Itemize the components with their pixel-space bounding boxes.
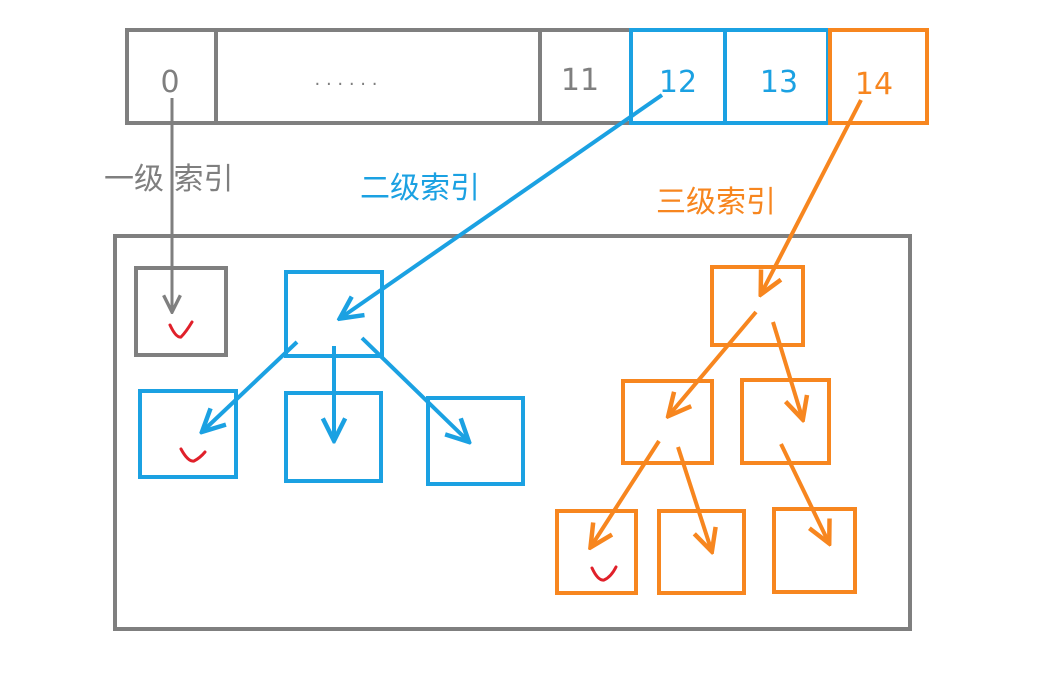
data-block xyxy=(555,509,638,595)
level3-tree xyxy=(555,99,863,595)
checkmark-icon xyxy=(179,447,207,463)
index-array: 0 · · · · · · 11 12 13 14 xyxy=(125,28,929,125)
level2-index-label: 二级索引 xyxy=(360,171,480,206)
data-block xyxy=(426,396,525,486)
level2-tree xyxy=(138,93,664,486)
indirect-block xyxy=(710,265,805,347)
data-block xyxy=(134,266,228,357)
pointer-arrow xyxy=(592,439,661,545)
level3-index-label: 三级索引 xyxy=(656,185,776,220)
level1-index-label: 一级 索引 xyxy=(104,162,234,197)
array-cell-label: 13 xyxy=(760,65,798,100)
array-cell-label: 12 xyxy=(659,65,697,100)
data-block xyxy=(284,391,383,483)
array-cell-label: 0 xyxy=(160,65,179,100)
indirect-block xyxy=(740,378,831,465)
pointer-arrow xyxy=(670,310,758,414)
data-block xyxy=(772,507,857,594)
pointer-arrow xyxy=(779,443,828,541)
indirect-block xyxy=(621,379,714,465)
data-block xyxy=(657,509,746,595)
pointer-arrow xyxy=(360,336,467,440)
array-cell-label: 11 xyxy=(561,63,599,98)
pointer-arrow xyxy=(762,99,863,292)
pointer-arrow xyxy=(342,93,664,317)
checkmark-icon xyxy=(168,320,194,339)
array-outline xyxy=(125,28,929,125)
checkmark-icon xyxy=(590,565,618,582)
array-cell-label: · · · · · · xyxy=(315,74,378,95)
pointer-arrow xyxy=(204,340,299,430)
data-block-region xyxy=(113,234,912,631)
array-cell-14 xyxy=(828,28,929,125)
data-block xyxy=(138,389,238,479)
pointer-arrow xyxy=(771,321,802,417)
array-cell-label: 14 xyxy=(855,67,893,102)
level1-tree xyxy=(134,98,228,357)
pointer-arrow xyxy=(676,446,711,549)
